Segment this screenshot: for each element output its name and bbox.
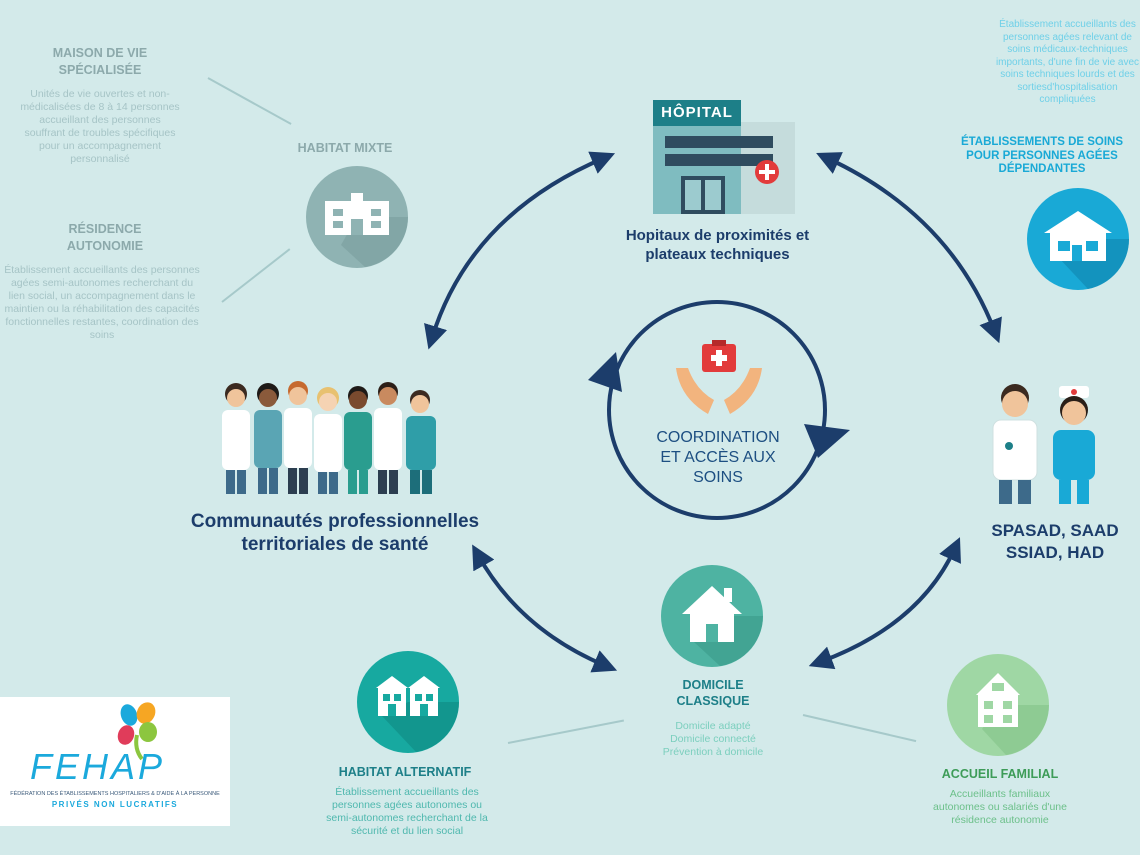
arrow-communautes-domicile: [472, 544, 618, 673]
residence-title: RÉSIDENCE AUTONOMIE: [66, 222, 144, 253]
maison-title: MAISON DE VIE SPÉCIALISÉE: [52, 46, 148, 77]
domicile-line-1: Domicile adapté: [675, 720, 751, 732]
hopital-title: Hopitaux de proximités et plateaux techn…: [625, 227, 810, 263]
house-icon: [661, 565, 763, 667]
maison-body: Unités de vie ouvertes et non-médicalisé…: [20, 88, 180, 165]
hospital-icon: [653, 100, 795, 214]
habitat-mixte-title: HABITAT MIXTE: [297, 141, 393, 155]
circle-arrowhead-right: [804, 424, 850, 458]
first-aid-kit-icon: [676, 340, 762, 414]
etablissements-title: ÉTABLISSEMENTS DE SOINS POUR PERSONNES A…: [960, 136, 1124, 175]
hopital-sign: HÔPITAL: [661, 104, 733, 121]
family-house-icon: [947, 654, 1049, 756]
building-icon: [306, 166, 408, 268]
townhouses-icon: [357, 651, 459, 753]
arrow-communautes-hopital: [424, 151, 616, 350]
circle-arrowhead-left: [588, 352, 622, 392]
accueil-body: Accueillants familiaux autonomes ou sala…: [933, 788, 1067, 826]
habitat-alt-body: Établissement accueillants des personnes…: [326, 786, 488, 837]
residence-body: Établissement accueillants des personnes…: [4, 264, 200, 341]
clover-icon: [117, 702, 157, 761]
doctor-nurse-icon: [992, 384, 1095, 504]
domicile-line-3: Prévention à domicile: [662, 746, 764, 758]
arrow-hopital-spasad: [816, 152, 1002, 344]
domicile-title: DOMICILE CLASSIQUE: [676, 678, 750, 708]
domicile-line-2: Domicile connecté: [670, 733, 756, 745]
fehap-logo: FEHAP FÉDÉRATION DES ÉTABLISSEMENTS HOSP…: [0, 697, 230, 826]
coordination-circle: [607, 300, 827, 520]
accueil-title: ACCUEIL FAMILIAL: [941, 767, 1059, 781]
home-icon: [1027, 188, 1129, 290]
logo-line-2: PRIVÉS NON LUCRATIFS: [51, 800, 179, 809]
arrow-domicile-spasad: [808, 537, 961, 670]
communautes-title: Communautés professionnelles territorial…: [190, 511, 480, 555]
professionals-group-icon: [222, 381, 436, 494]
logo-line-1: FÉDÉRATION DES ÉTABLISSEMENTS HOSPITALIE…: [10, 791, 220, 797]
spasad-title: SPASAD, SAAD SSIAD, HAD: [991, 521, 1119, 562]
logo-name: FEHAP: [30, 746, 166, 787]
center-label: COORDINATION ET ACCÈS AUX SOINS: [656, 429, 780, 486]
etablissements-body: Établissement accueillants des personnes…: [995, 19, 1140, 105]
habitat-alt-title: HABITAT ALTERNATIF: [338, 765, 472, 779]
